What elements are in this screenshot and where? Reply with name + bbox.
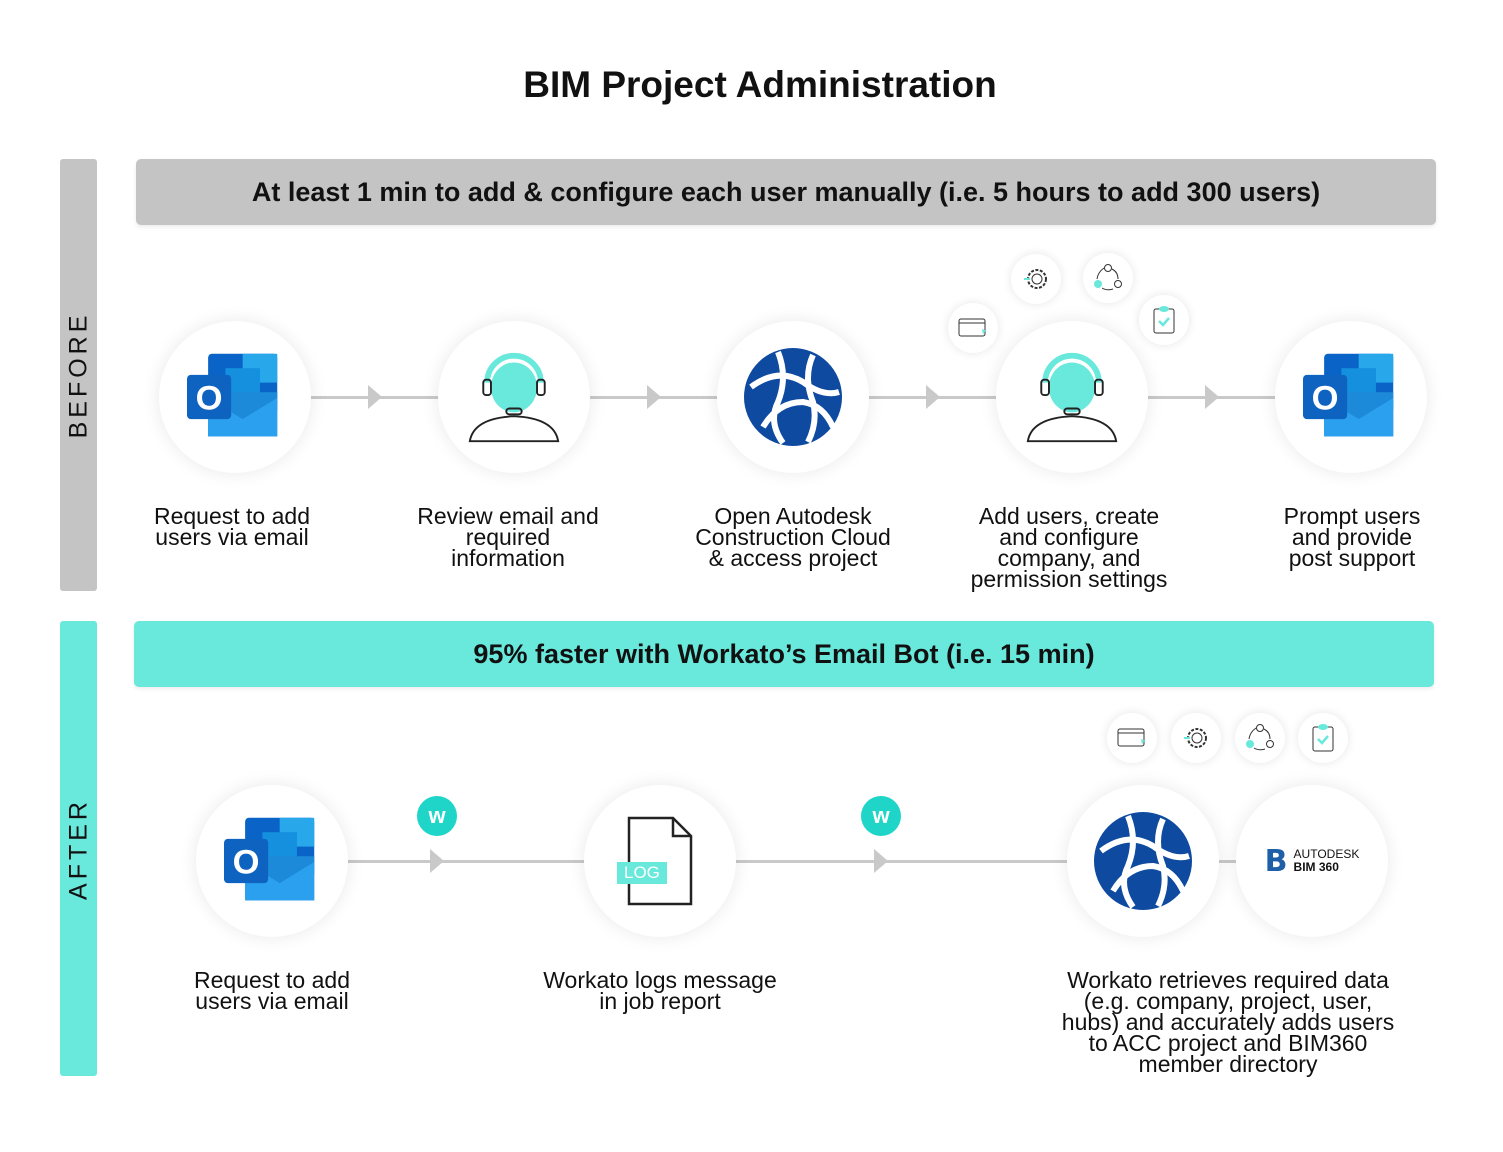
before-step-1 (159, 321, 311, 473)
arrow-icon (647, 385, 661, 409)
arrow-icon (1205, 385, 1219, 409)
headset-person-icon (1024, 349, 1120, 445)
autodesk-cloud-globe-icon (1093, 811, 1193, 911)
workato-logo-icon: w (417, 796, 457, 836)
after-step-3 (1067, 785, 1219, 937)
page-title: BIM Project Administration (523, 64, 997, 105)
after-label-text: AFTER (64, 797, 92, 900)
after-step-1 (196, 785, 348, 937)
clipboard-check-icon (1298, 713, 1348, 763)
headset-person-icon (466, 349, 562, 445)
gear-icon (1011, 254, 1061, 304)
after-side-label: AFTER (60, 621, 97, 1076)
autodesk-cloud-globe-icon (743, 347, 843, 447)
cycle-process-icon (1235, 713, 1285, 763)
outlook-icon (187, 353, 283, 441)
outlook-icon (1303, 353, 1399, 441)
arrow-icon (874, 849, 888, 873)
outlook-icon (224, 817, 320, 905)
before-step-2 (438, 321, 590, 473)
arrow-icon (926, 385, 940, 409)
before-step-4 (996, 321, 1148, 473)
arrow-icon (430, 849, 444, 873)
after-step-2: LOG (584, 785, 736, 937)
workato-logo-icon: w (861, 796, 901, 836)
after-flow-line (272, 860, 1312, 863)
after-banner: 95% faster with Workato’s Email Bot (i.e… (134, 621, 1434, 687)
log-badge: LOG (617, 862, 667, 884)
before-banner: At least 1 min to add & configure each u… (136, 159, 1436, 225)
gear-icon (1171, 713, 1221, 763)
before-step-5 (1275, 321, 1427, 473)
before-label-text: BEFORE (64, 311, 92, 439)
log-file-icon: LOG (617, 816, 695, 906)
before-step-3 (717, 321, 869, 473)
after-caption-3: Workato retrieves required data(e.g. com… (1061, 967, 1395, 1077)
browser-window-icon (948, 303, 998, 353)
clipboard-check-icon (1139, 295, 1189, 345)
arrow-icon (368, 385, 382, 409)
browser-window-icon (1107, 713, 1157, 763)
before-side-label: BEFORE (60, 159, 97, 591)
cycle-process-icon (1083, 253, 1133, 303)
